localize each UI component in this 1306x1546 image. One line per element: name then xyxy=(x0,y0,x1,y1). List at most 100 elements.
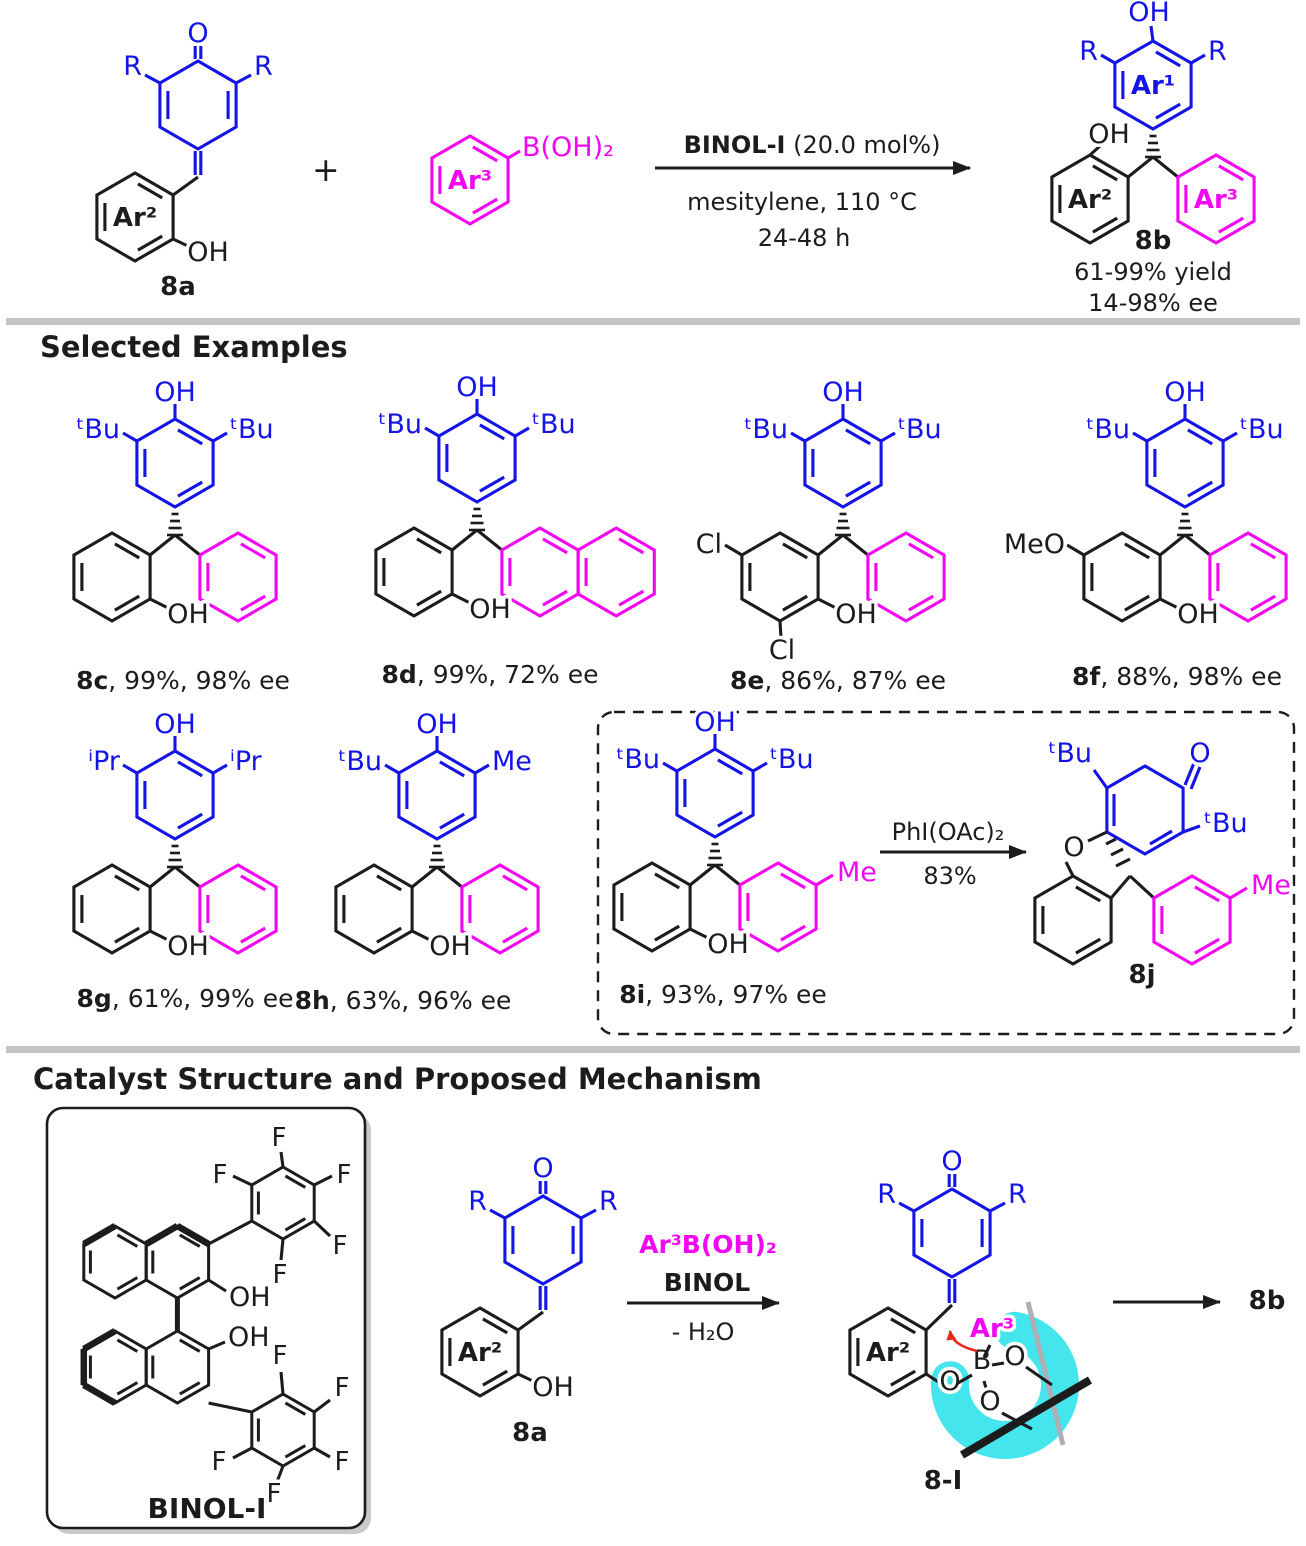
methoxy-label: MeO xyxy=(1004,529,1065,560)
compound-label-8b: 8b xyxy=(1135,226,1172,256)
bold-wedge-edges xyxy=(80,1223,211,1406)
caption-8h: 8h, 63%, 96% ee xyxy=(295,986,512,1015)
compound-id: 8b xyxy=(1134,226,1172,256)
tbu-label: ᵗBu xyxy=(76,414,120,445)
hydroxyl-label: OH xyxy=(429,931,471,962)
aryl3-label: Ar³ xyxy=(448,166,492,196)
bond xyxy=(1128,874,1155,900)
tbu-label: ᵗBu xyxy=(1240,414,1284,445)
boronate-oxygen-label: O xyxy=(939,1366,960,1397)
bond xyxy=(1182,824,1201,834)
bond xyxy=(957,1373,973,1385)
r-label: R xyxy=(468,1186,487,1217)
catalyst-pocket-highlight xyxy=(931,1311,1079,1459)
phenol-ring xyxy=(803,417,883,509)
compound-id: 8i xyxy=(619,980,646,1009)
aryl3-label: Ar³ xyxy=(970,1314,1014,1344)
caption-8i: 8i, 93%, 97% ee xyxy=(619,980,827,1009)
phenol-ring xyxy=(1145,417,1225,509)
bond xyxy=(898,1201,915,1213)
catalyst-name: BINOL-I xyxy=(683,131,786,159)
divider-top xyxy=(6,318,1300,325)
structure-8a-mechanism: O R R Ar² OH xyxy=(440,1150,621,1407)
bond xyxy=(514,426,530,438)
bond xyxy=(1159,597,1181,611)
stereo-hash xyxy=(427,844,447,869)
bond xyxy=(689,927,711,941)
stereo-hash xyxy=(467,507,487,532)
aryl2-label: Ar² xyxy=(113,203,157,233)
bond xyxy=(517,1372,538,1385)
bond xyxy=(790,431,806,443)
bond xyxy=(122,431,138,443)
tbu-label: ᵗBu xyxy=(338,746,382,777)
phenol-ring xyxy=(437,412,517,504)
bond xyxy=(451,528,478,552)
aryl2-label: Ar² xyxy=(866,1338,910,1368)
compound-id: 8e xyxy=(730,666,765,695)
bond xyxy=(122,763,138,775)
bond xyxy=(1184,533,1211,557)
quinone-ring xyxy=(503,1179,583,1312)
bond xyxy=(991,1361,1005,1367)
dienone-ring xyxy=(1105,762,1202,856)
phenol-ring xyxy=(397,749,477,841)
structure-boronic-acid: Ar³ B(OH)₂ xyxy=(430,129,617,226)
fluoro-label: F xyxy=(337,1160,352,1190)
structure-8g: OH ⁱPr ⁱPr OH xyxy=(72,706,278,966)
r-label: R xyxy=(1008,1179,1027,1210)
structure-8b: Ar¹ OH R R Ar² OH Ar³ xyxy=(1050,0,1256,245)
result: , 61%, 99% ee xyxy=(111,984,294,1013)
structure-8i: OH ᵗBu ᵗBu Me OH xyxy=(612,704,880,964)
phenol-ring xyxy=(374,526,454,618)
bond xyxy=(1190,53,1206,65)
spiro-hash xyxy=(1105,837,1131,868)
bond xyxy=(989,1201,1006,1213)
conditions-line3: 24-48 h xyxy=(757,224,851,252)
stereo-hash xyxy=(165,512,185,537)
hydroxyl-label: OH xyxy=(456,372,498,403)
tbu-label: ᵗBu xyxy=(1086,414,1130,445)
hydroxyl-label: OH xyxy=(1164,377,1206,408)
caption-8d: 8d, 99%, 72% ee xyxy=(382,660,599,689)
hydroxyl-label: OH xyxy=(532,1372,574,1403)
structure-8c: OH ᵗBu ᵗBu OH xyxy=(72,374,278,634)
tbu-label: ᵗBu xyxy=(744,414,788,445)
compound-id: 8b xyxy=(1248,1286,1286,1316)
r-label: R xyxy=(1208,36,1227,67)
phenol-ring xyxy=(675,747,755,839)
caption-8e: 8e, 86%, 87% ee xyxy=(730,666,946,695)
compound-id: 8f xyxy=(1072,662,1101,691)
compound-label-8b-mech: 8b xyxy=(1249,1286,1286,1316)
oxygen-label: O xyxy=(941,1146,962,1177)
phenol-ring xyxy=(612,861,692,953)
bond xyxy=(313,1219,332,1238)
methyl-label: Me xyxy=(837,857,877,888)
compound-id: 8a xyxy=(160,272,196,302)
hydroxyl-label: OH xyxy=(469,594,511,625)
structure-8j: O ᵗBu ᵗBu O Me xyxy=(1033,735,1294,966)
compound-id: 8g xyxy=(76,984,112,1013)
bond xyxy=(1064,861,1075,877)
boronic-group-label: B(OH)₂ xyxy=(522,132,614,163)
tbu-label: ᵗBu xyxy=(898,414,942,445)
fluoro-label: F xyxy=(333,1231,348,1261)
bond xyxy=(1109,874,1132,900)
compound-label-8j: 8j xyxy=(1128,960,1155,990)
methyl-label: Me xyxy=(1251,870,1291,901)
phenol-ring xyxy=(334,863,414,955)
catalyst-loading: (20.0 mol%) xyxy=(785,131,941,159)
phenol-ring xyxy=(135,749,215,841)
structure-8h: OH ᵗBu Me OH xyxy=(334,706,540,966)
structure-8e: OH ᵗBu ᵗBu Cl Cl OH xyxy=(692,374,946,670)
bond xyxy=(275,1465,285,1483)
mech-byproduct-label: - H₂O xyxy=(671,1318,735,1346)
oxidation-yield: 83% xyxy=(923,862,977,890)
hydroxyl-label: OH xyxy=(694,707,736,738)
chloro-label: Cl xyxy=(769,635,795,666)
benzo-ring xyxy=(1033,874,1113,966)
bond xyxy=(815,873,834,887)
chloro-label: Cl xyxy=(696,529,722,560)
tolyl-ring xyxy=(738,861,818,953)
